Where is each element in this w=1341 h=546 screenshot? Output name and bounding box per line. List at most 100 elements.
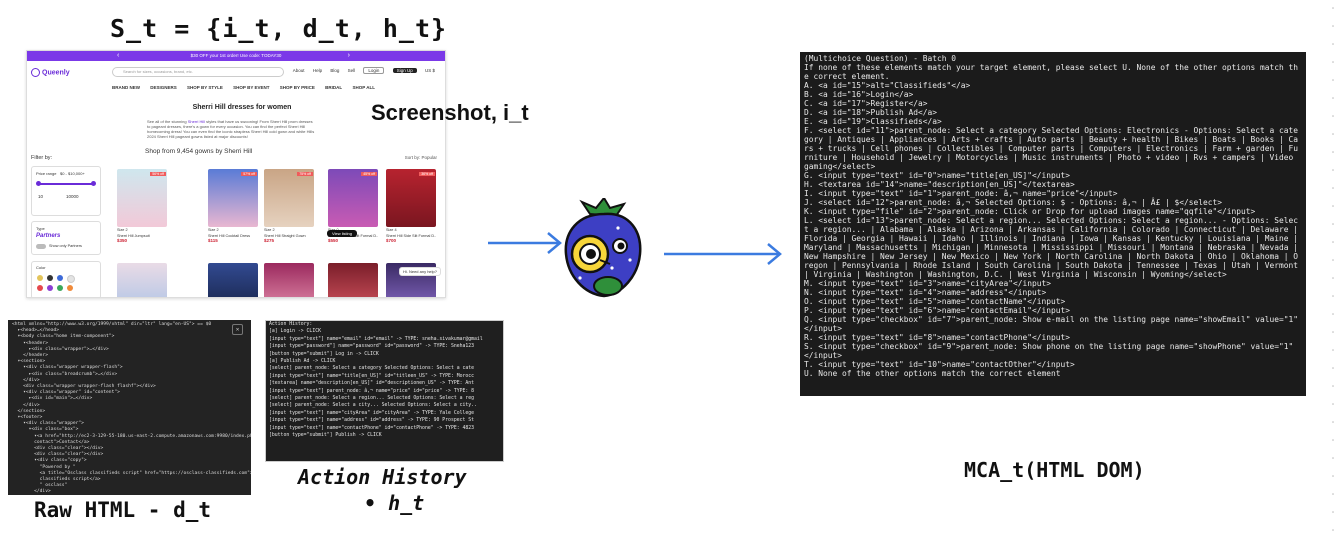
mca-option-line: S. <input type="checkbox" id="9">parent_… bbox=[804, 342, 1294, 360]
logo-text: Queenly bbox=[42, 69, 70, 77]
edge-dot bbox=[1332, 187, 1334, 189]
edge-dot bbox=[1332, 7, 1334, 9]
action-history-lines: Action History: [a] Login -> CLICK [input … bbox=[266, 321, 503, 440]
raw-html-line: ▾<div class="wrapper wrapper-flash"> bbox=[12, 365, 123, 371]
slider-knob bbox=[36, 181, 41, 186]
slider-knob bbox=[91, 181, 96, 186]
raw-html-line: contact">Contact</a> bbox=[12, 439, 90, 445]
product-image bbox=[264, 263, 314, 297]
nav-about: About bbox=[292, 68, 305, 73]
mca-option-line: C. <a id="17">Register</a> bbox=[804, 99, 928, 108]
raw-html-line: </section> bbox=[12, 408, 46, 414]
shop-from-heading: Shop from 9,454 gowns by Sherri Hill bbox=[145, 148, 253, 155]
price-max: 10000 bbox=[66, 194, 79, 199]
cat-item: SHOP ALL bbox=[352, 85, 375, 90]
partners-logo: Partners bbox=[36, 233, 61, 239]
discount-badge: 75% off bbox=[297, 172, 313, 176]
raw-html-line: ▸<div class="wrapper">…</div> bbox=[12, 346, 109, 352]
product-card: 45% off Size 0 Sherri Hill Side Slit For… bbox=[328, 169, 378, 243]
raw-html-label: Raw HTML - d_t bbox=[34, 498, 212, 522]
mca-option-line: F. <select id="11">parent_node: Select a… bbox=[804, 126, 1299, 171]
raw-html-line: ▾<body class="home item-component"> bbox=[12, 334, 115, 340]
cat-item: SHOP BY STYLE bbox=[187, 85, 223, 90]
cat-item: DESIGNERS bbox=[150, 85, 177, 90]
raw-html-line: <div class="clear"></div> bbox=[12, 452, 104, 458]
action-history-line: [textarea] name="description[en_US]" id=… bbox=[269, 381, 475, 387]
product-image bbox=[117, 169, 167, 227]
action-history-line: [a] Publish Ad -> CLICK bbox=[269, 359, 336, 365]
edge-dot bbox=[1332, 241, 1334, 243]
color-swatch bbox=[67, 285, 73, 291]
category-nav: BRAND NEW DESIGNERS SHOP BY STYLE SHOP B… bbox=[112, 85, 384, 90]
price-range-label: Price range bbox=[36, 171, 57, 176]
color-swatch bbox=[37, 285, 43, 291]
arrow-right-icon bbox=[488, 232, 562, 254]
screenshot-label: Screenshot, i_t bbox=[371, 100, 529, 125]
price-slider bbox=[36, 181, 96, 186]
edge-dot bbox=[1332, 133, 1334, 135]
raw-html-line: ▾<header> bbox=[12, 340, 48, 346]
promo-banner: ‹ $30 OFF your 1st order! Use code: TODA… bbox=[27, 51, 445, 61]
product-name: Sherri Hill Straight Gown bbox=[264, 233, 306, 238]
raw-html-line: </header> bbox=[12, 353, 48, 359]
raw-html-line: ▸<div class="breadcrumb">…</div> bbox=[12, 371, 118, 377]
edge-dot bbox=[1332, 385, 1334, 387]
price-min: 10 bbox=[38, 194, 44, 199]
action-history-label: Action History bbox=[298, 465, 467, 489]
page-heading: Sherri Hill dresses for women bbox=[192, 104, 292, 111]
product-image bbox=[264, 169, 314, 227]
edge-dot bbox=[1332, 349, 1334, 351]
nav-sell: Sell bbox=[347, 68, 356, 73]
strawberry-mascot-icon bbox=[564, 198, 642, 298]
action-history-line: [input type="text"] name="address" id="a… bbox=[269, 418, 475, 424]
edge-dot bbox=[1332, 97, 1334, 99]
action-history-line: Action History: bbox=[269, 322, 313, 327]
raw-html-line: ▾<div class="box"> bbox=[12, 427, 79, 433]
product-price: $115 bbox=[208, 238, 218, 243]
product-size: Size 2 bbox=[208, 228, 219, 232]
mca-option-line: I. <input type="text" id="1">parent_node… bbox=[804, 189, 1118, 198]
edge-dot bbox=[1332, 529, 1334, 531]
action-history-line: [a] Login -> CLICK bbox=[269, 329, 321, 335]
raw-html-lines: <html xmlns="http://www.w3.org/1999/xhtm… bbox=[8, 320, 251, 495]
product-card: 75% off Size 2 Sherri Hill Straight Gown… bbox=[264, 169, 314, 243]
discount-badge: 36% off bbox=[419, 172, 435, 176]
cat-item: BRAND NEW bbox=[112, 85, 140, 90]
edge-dot bbox=[1332, 79, 1334, 81]
raw-html-line: <div class="clear"></div> bbox=[12, 446, 104, 452]
mca-option-line: U. None of the other options match the c… bbox=[804, 369, 1061, 378]
product-size: Size 4 bbox=[386, 228, 397, 232]
type-filter: Type Partners Show only Partners bbox=[31, 221, 101, 255]
product-size: Size 2 bbox=[264, 228, 275, 232]
raw-html-line: ▾<div class="wrapper"> bbox=[12, 421, 84, 427]
screenshot-panel: ‹ $30 OFF your 1st order! Use code: TODA… bbox=[26, 50, 446, 298]
type-label: Type bbox=[36, 226, 45, 231]
arrow-right-icon bbox=[664, 243, 782, 265]
discount-badge: 45% off bbox=[361, 172, 377, 176]
edge-dot bbox=[1332, 493, 1334, 495]
edge-dot bbox=[1332, 61, 1334, 63]
intro-text: See all of the stunning Sherri Hill styl… bbox=[147, 119, 317, 139]
product-price: $275 bbox=[264, 238, 275, 243]
intro-link: Sherri Hill bbox=[187, 119, 206, 124]
color-swatch bbox=[57, 275, 63, 281]
product-image bbox=[208, 169, 258, 227]
edge-dots bbox=[1332, 7, 1334, 531]
edge-dot bbox=[1332, 25, 1334, 27]
logo-icon bbox=[31, 68, 40, 77]
color-swatch bbox=[47, 275, 53, 281]
raw-html-line: <a title="Osclass classifieds script" hr… bbox=[12, 470, 251, 476]
product-name: Sherri Hill Cocktail Dress bbox=[208, 233, 250, 238]
top-nav: About Help Blog Sell Login Sign Up US $ bbox=[286, 67, 435, 74]
raw-html-line: ▸<div id="main">…</div> bbox=[12, 396, 93, 402]
nav-login: Login bbox=[363, 67, 385, 74]
mca-option-line: K. <input type="file" id="2">parent_node… bbox=[804, 207, 1256, 216]
product-name: Sherri Hill Side Slit Formal D... bbox=[386, 233, 436, 238]
partners-note: Show only Partners bbox=[49, 244, 82, 248]
mca-option-line: N. <input type="text" id="4">name="addre… bbox=[804, 288, 1047, 297]
nav-help: Help bbox=[312, 68, 323, 73]
edge-dot bbox=[1332, 115, 1334, 117]
mca-option-line: E. <a id="19">Classifieds</a> bbox=[804, 117, 942, 126]
cat-item: SHOP BY PRICE bbox=[279, 85, 315, 90]
nav-blog: Blog bbox=[330, 68, 340, 73]
